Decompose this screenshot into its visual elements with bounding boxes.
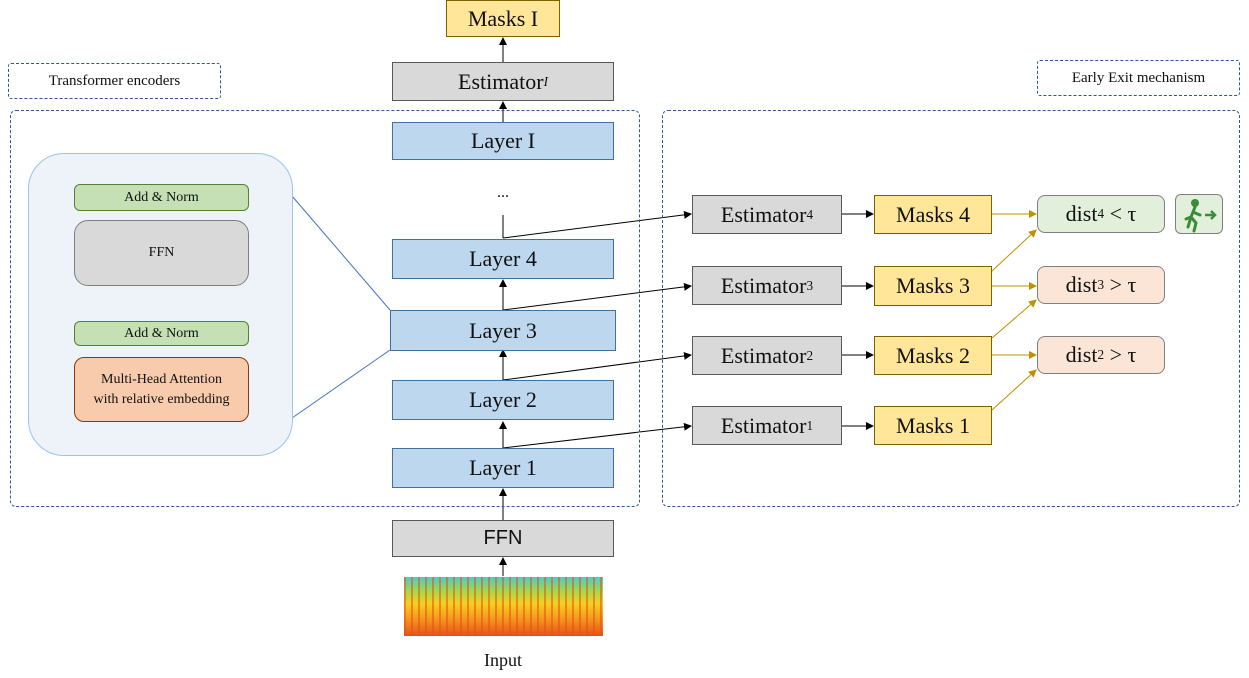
estimator-final-label: Estimator: [458, 68, 544, 94]
transformer-encoders-panel: [10, 110, 640, 507]
estimator-3-sup: 3: [806, 277, 814, 293]
masks-4-box: Masks 4: [874, 195, 992, 234]
masks-3-box: Masks 3: [874, 266, 992, 306]
dist-2-tau: τ: [1127, 342, 1137, 367]
estimator-1-sup: 1: [806, 417, 814, 433]
dist-4-tau: τ: [1127, 201, 1137, 226]
estimator-2-sup: 2: [806, 347, 814, 363]
arrow-layer1-estimator1: [502, 422, 692, 449]
arrow-masks3-dist4: [991, 229, 1037, 272]
add-norm-bottom: Add & Norm: [74, 321, 249, 346]
early-exit-panel: [662, 110, 1240, 507]
layer-ellipsis: ...: [497, 184, 509, 201]
masks-2-box: Masks 2: [874, 336, 992, 375]
layer-I-box: Layer I: [392, 122, 614, 160]
estimator-1-label: Estimator: [720, 412, 807, 438]
dist-2-sup: 2: [1097, 347, 1105, 362]
estimator-final-sup: I: [543, 73, 548, 89]
estimator-4-label: Estimator: [720, 201, 807, 227]
zoom-line-top: [291, 195, 391, 311]
early-exit-label: Early Exit mechanism: [1037, 60, 1240, 96]
dist-4-op: <: [1109, 201, 1122, 226]
add-norm-top: Add & Norm: [74, 184, 249, 211]
estimator-3-label: Estimator: [720, 272, 807, 298]
dist-3-tau: τ: [1127, 272, 1137, 297]
mha-box: Multi-Head Attention with relative embed…: [74, 357, 249, 422]
layer-1-box: Layer 1: [392, 448, 614, 488]
spectrogram-image: [404, 577, 603, 636]
dist-4-sup: 4: [1097, 206, 1105, 221]
dist-2-op: >: [1109, 342, 1122, 367]
layer-3-box: Layer 3: [390, 310, 616, 351]
transformer-encoders-label: Transformer encoders: [8, 63, 221, 99]
input-label: Input: [484, 650, 522, 670]
estimator-2-label: Estimator: [720, 342, 807, 368]
ffn-input-box: FFN: [392, 520, 614, 557]
layer-4-box: Layer 4: [392, 239, 614, 279]
arrow-masks1-dist2: [991, 369, 1037, 411]
dist-2-label: dist: [1065, 342, 1098, 367]
arrow-layer2-estimator2: [502, 351, 692, 381]
dist-4-label: dist: [1065, 201, 1098, 226]
dist-3-op: >: [1109, 272, 1122, 297]
dist-3-label: dist: [1065, 272, 1098, 297]
estimator-4-sup: 4: [806, 206, 814, 222]
ffn-detail-box: FFN: [74, 220, 249, 286]
arrow-layer4-estimator4: [502, 210, 692, 239]
masks-1-box: Masks 1: [874, 406, 992, 445]
exit-person-icon: [1175, 194, 1223, 234]
masks-final-box: Masks I: [446, 0, 560, 37]
dist-3-sup: 3: [1097, 277, 1105, 292]
arrow-masks2-dist3: [991, 299, 1037, 339]
zoom-line-bottom: [291, 349, 391, 419]
layer-2-box: Layer 2: [392, 380, 614, 420]
arrow-layer3-estimator3: [502, 282, 692, 311]
